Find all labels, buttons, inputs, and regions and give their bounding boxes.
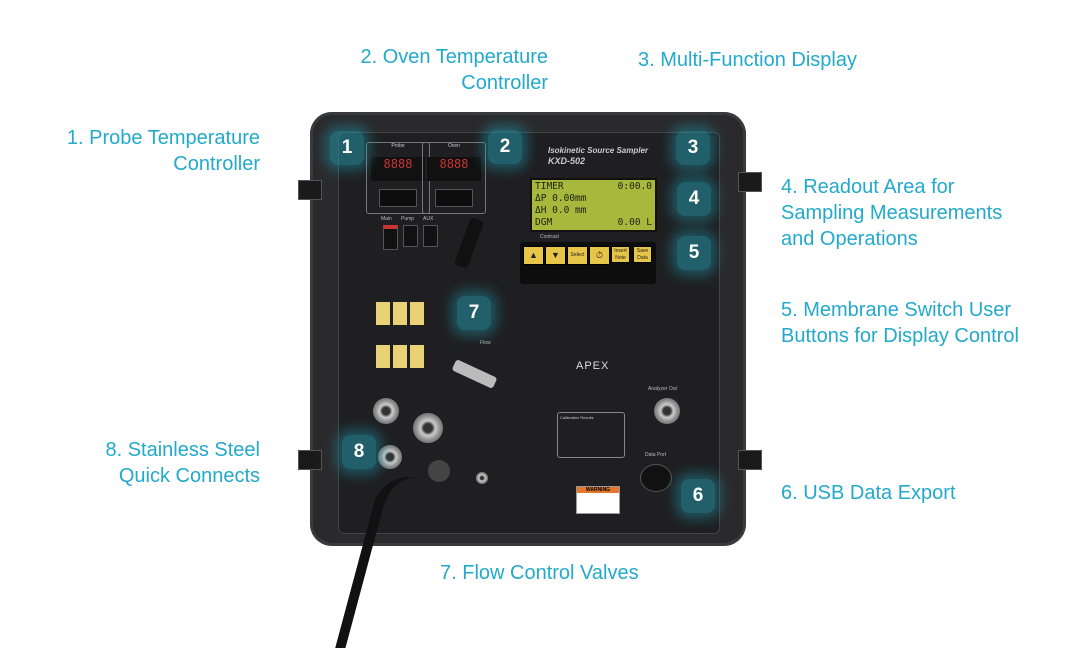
thermocouple-jack bbox=[376, 302, 390, 325]
latch bbox=[738, 172, 762, 192]
aux-switch[interactable] bbox=[423, 225, 438, 247]
probe-switch[interactable] bbox=[379, 189, 417, 207]
umbilical-connector[interactable] bbox=[428, 460, 450, 482]
oven-temperature-controller: Oven 8888 bbox=[422, 142, 486, 214]
switch-label: Main bbox=[381, 216, 392, 222]
main-switch[interactable] bbox=[383, 225, 398, 250]
up-button[interactable]: ▲ bbox=[523, 246, 544, 265]
main-vessel-connector[interactable] bbox=[476, 472, 488, 484]
latch bbox=[738, 450, 762, 470]
analyzer-out-connector[interactable] bbox=[654, 398, 680, 424]
thermocouple-jack bbox=[410, 302, 424, 325]
switch-label: Pump bbox=[401, 216, 415, 222]
select-button[interactable]: Select bbox=[567, 246, 588, 265]
data-port-label: Data Port bbox=[645, 452, 667, 458]
analyzer-out-label: Analyzer Out bbox=[648, 386, 677, 392]
marker-7: 7 bbox=[457, 296, 491, 330]
label-flow-control-valves: 7. Flow Control Valves bbox=[440, 562, 639, 584]
marker-1: 1 bbox=[330, 131, 364, 165]
quick-connect[interactable] bbox=[373, 398, 399, 424]
down-button[interactable]: ▼ bbox=[545, 246, 566, 265]
contrast-label: Contrast bbox=[540, 234, 559, 240]
thermocouple-jack bbox=[393, 302, 407, 325]
marker-3: 3 bbox=[676, 131, 710, 165]
probe-label: Probe bbox=[391, 143, 405, 149]
oven-display: 8888 bbox=[427, 157, 481, 181]
calibration-results: Calibration Results bbox=[557, 412, 625, 458]
oven-switch[interactable] bbox=[435, 189, 473, 207]
quick-connect[interactable] bbox=[413, 413, 443, 443]
label-multi-function-display: 3. Multi-Function Display bbox=[638, 49, 857, 71]
marker-8: 8 bbox=[342, 435, 376, 469]
usb-data-port[interactable] bbox=[640, 464, 672, 492]
marker-2: 2 bbox=[488, 130, 522, 164]
membrane-keypad: ▲ ▼ Select ⏱ Insert Note Save Data bbox=[520, 242, 656, 284]
marker-6: 6 bbox=[681, 479, 715, 513]
quick-connect[interactable] bbox=[378, 445, 402, 469]
marker-4: 4 bbox=[677, 182, 711, 216]
thermocouple-jack bbox=[376, 345, 390, 368]
flow-label: Flow bbox=[480, 340, 491, 346]
switch-label: AUX bbox=[423, 216, 434, 222]
latch bbox=[298, 180, 322, 200]
probe-display: 8888 bbox=[371, 157, 425, 181]
probe-temperature-controller: Probe 8888 bbox=[366, 142, 430, 214]
label-usb-data-export: 6. USB Data Export bbox=[781, 482, 956, 504]
timer-button[interactable]: ⏱ bbox=[589, 246, 610, 265]
insert-note-button[interactable]: Insert Note bbox=[611, 246, 630, 263]
pump-switch[interactable] bbox=[403, 225, 418, 247]
marker-5: 5 bbox=[677, 236, 711, 270]
thermocouple-jack bbox=[393, 345, 407, 368]
warning-label: WARNING bbox=[576, 486, 620, 514]
oven-label: Oven bbox=[448, 143, 460, 149]
latch bbox=[298, 450, 322, 470]
thermocouple-jack bbox=[410, 345, 424, 368]
save-data-button[interactable]: Save Data bbox=[633, 246, 652, 263]
apex-logo: APEX bbox=[576, 360, 610, 372]
